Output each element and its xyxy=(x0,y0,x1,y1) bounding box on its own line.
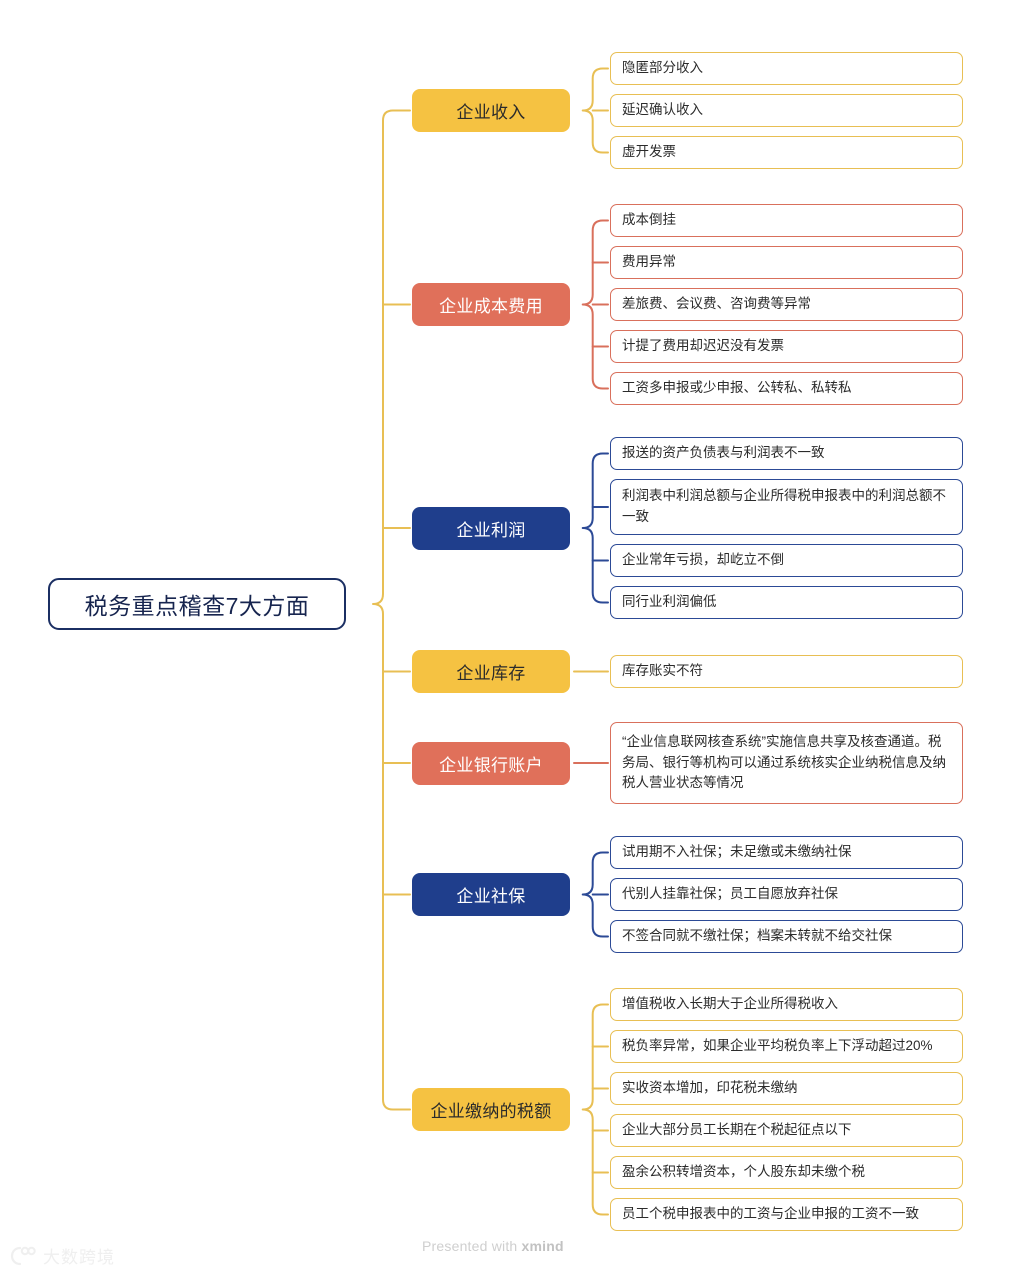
leaf-node[interactable]: 税负率异常，如果企业平均税负率上下浮动超过20% xyxy=(610,1030,963,1063)
leaf-node[interactable]: 实收资本增加，印花税未缴纳 xyxy=(610,1072,963,1105)
leaf-node[interactable]: 计提了费用却迟迟没有发票 xyxy=(610,330,963,363)
xmind-credit: Presented with xmind xyxy=(422,1238,564,1254)
branch-node[interactable]: 企业社保 xyxy=(412,873,570,916)
leaf-node-label: 企业常年亏损，却屹立不倒 xyxy=(622,552,784,568)
root-node[interactable]: 税务重点稽查7大方面 xyxy=(48,578,346,630)
leaf-node[interactable]: 企业大部分员工长期在个税起征点以下 xyxy=(610,1114,963,1147)
leaf-node[interactable]: “企业信息联网核查系统”实施信息共享及核查通道。税务局、银行等机构可以通过系统核… xyxy=(610,722,963,804)
leaf-node-label: 员工个税申报表中的工资与企业申报的工资不一致 xyxy=(622,1206,919,1222)
leaf-node-label: 同行业利润偏低 xyxy=(622,594,717,610)
leaf-node[interactable]: 差旅费、会议费、咨询费等异常 xyxy=(610,288,963,321)
leaf-node-label: 计提了费用却迟迟没有发票 xyxy=(622,338,784,354)
leaf-node[interactable]: 成本倒挂 xyxy=(610,204,963,237)
branch-node-label: 企业银行账户 xyxy=(439,756,543,775)
leaf-node-label: 延迟确认收入 xyxy=(622,102,703,118)
leaf-node[interactable]: 延迟确认收入 xyxy=(610,94,963,127)
leaf-node[interactable]: 增值税收入长期大于企业所得税收入 xyxy=(610,988,963,1021)
leaf-node[interactable]: 虚开发票 xyxy=(610,136,963,169)
leaf-node[interactable]: 盈余公积转增资本，个人股东却未缴个税 xyxy=(610,1156,963,1189)
branch-node[interactable]: 企业成本费用 xyxy=(412,283,570,326)
branch-node-label: 企业库存 xyxy=(456,664,526,683)
leaf-node[interactable]: 利润表中利润总额与企业所得税申报表中的利润总额不一致 xyxy=(610,479,963,535)
leaf-node[interactable]: 工资多申报或少申报、公转私、私转私 xyxy=(610,372,963,405)
leaf-node-label: 企业大部分员工长期在个税起征点以下 xyxy=(622,1122,852,1138)
watermark: 大数跨境 xyxy=(10,1243,115,1268)
leaf-node-label: 实收资本增加，印花税未缴纳 xyxy=(622,1080,798,1096)
leaf-node-label: 库存账实不符 xyxy=(622,663,703,679)
leaf-node-label: 费用异常 xyxy=(622,254,676,270)
credit-app-name: xmind xyxy=(521,1238,564,1254)
leaf-node-label: 税负率异常，如果企业平均税负率上下浮动超过20% xyxy=(622,1038,933,1054)
watermark-label: 大数跨境 xyxy=(43,1248,115,1267)
branch-node-label: 企业成本费用 xyxy=(439,297,543,316)
branch-node-label: 企业收入 xyxy=(456,103,526,122)
leaf-node-label: 隐匿部分收入 xyxy=(622,60,703,76)
credit-prefix: Presented with xyxy=(422,1238,522,1254)
branch-node[interactable]: 企业缴纳的税额 xyxy=(412,1088,570,1131)
leaf-node[interactable]: 不签合同就不缴社保；档案未转就不给交社保 xyxy=(610,920,963,953)
leaf-node[interactable]: 企业常年亏损，却屹立不倒 xyxy=(610,544,963,577)
leaf-node-label: 虚开发票 xyxy=(622,144,676,160)
branch-node[interactable]: 企业收入 xyxy=(412,89,570,132)
leaf-node-label: 成本倒挂 xyxy=(622,212,676,228)
branch-node-label: 企业社保 xyxy=(456,887,526,906)
leaf-node[interactable]: 报送的资产负债表与利润表不一致 xyxy=(610,437,963,470)
leaf-node-label: 试用期不入社保；未足缴或未缴纳社保 xyxy=(622,844,852,860)
leaf-node-label: 盈余公积转增资本，个人股东却未缴个税 xyxy=(622,1164,865,1180)
leaf-node-label: 利润表中利润总额与企业所得税申报表中的利润总额不一致 xyxy=(622,488,946,524)
leaf-node-label: “企业信息联网核查系统”实施信息共享及核查通道。税务局、银行等机构可以通过系统核… xyxy=(622,733,946,791)
branch-node[interactable]: 企业银行账户 xyxy=(412,742,570,785)
leaf-node-label: 增值税收入长期大于企业所得税收入 xyxy=(622,996,838,1012)
leaf-node[interactable]: 同行业利润偏低 xyxy=(610,586,963,619)
leaf-node[interactable]: 试用期不入社保；未足缴或未缴纳社保 xyxy=(610,836,963,869)
leaf-node[interactable]: 员工个税申报表中的工资与企业申报的工资不一致 xyxy=(610,1198,963,1231)
leaf-node[interactable]: 隐匿部分收入 xyxy=(610,52,963,85)
leaf-node[interactable]: 费用异常 xyxy=(610,246,963,279)
leaf-node[interactable]: 代别人挂靠社保；员工自愿放弃社保 xyxy=(610,878,963,911)
leaf-node-label: 报送的资产负债表与利润表不一致 xyxy=(622,445,825,461)
branch-node[interactable]: 企业库存 xyxy=(412,650,570,693)
leaf-node-label: 工资多申报或少申报、公转私、私转私 xyxy=(622,380,852,396)
leaf-node[interactable]: 库存账实不符 xyxy=(610,655,963,688)
dashukuajing-logo-icon xyxy=(10,1245,36,1267)
branch-node-label: 企业缴纳的税额 xyxy=(430,1102,552,1121)
leaf-node-label: 不签合同就不缴社保；档案未转就不给交社保 xyxy=(622,928,892,944)
leaf-node-label: 差旅费、会议费、咨询费等异常 xyxy=(622,296,811,312)
leaf-node-label: 代别人挂靠社保；员工自愿放弃社保 xyxy=(622,886,838,902)
root-node-label: 税务重点稽查7大方面 xyxy=(84,593,310,619)
branch-node[interactable]: 企业利润 xyxy=(412,507,570,550)
branch-node-label: 企业利润 xyxy=(456,521,526,540)
